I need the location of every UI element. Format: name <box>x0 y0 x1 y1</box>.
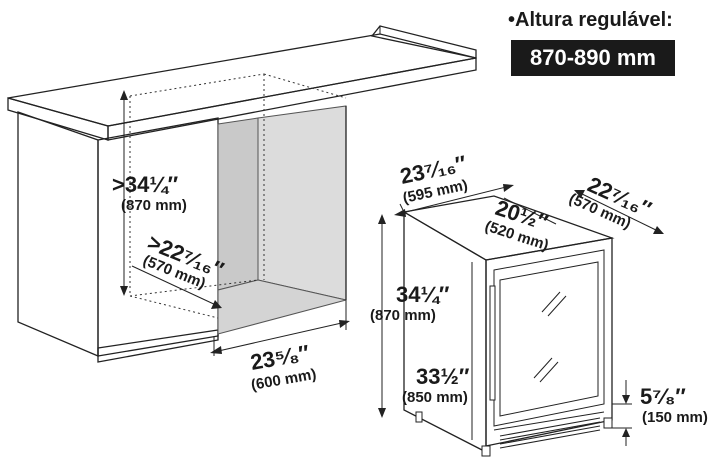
cabinet-width-line <box>213 321 347 353</box>
cabinet-width-arrow-right <box>339 320 350 328</box>
base-height-mm-label: (150 mm) <box>642 409 708 426</box>
countertop-backsplash <box>370 25 477 59</box>
appliance-door-frame <box>493 249 605 427</box>
appliance-foot-left <box>415 411 423 423</box>
appliance-foot-front <box>481 445 491 457</box>
base-arrow-bottom <box>622 428 630 437</box>
appliance-foot-right <box>603 417 613 429</box>
appliance-body-height-inch-label: 33½″ <box>416 364 470 389</box>
appliance-height-mm-label: (870 mm) <box>370 307 436 324</box>
base-arrow-top <box>622 395 630 404</box>
cabinet-height-arrow-top <box>120 90 128 100</box>
appliance-width-line <box>397 185 511 215</box>
appliance-height-arrow-top <box>378 214 386 224</box>
countertop-left-edge <box>7 97 109 141</box>
appliance-body-height-mm-label: (850 mm) <box>402 389 468 406</box>
cabinet-left-side <box>17 111 99 357</box>
adjustable-height-value-badge: 870-890 mm <box>511 40 675 76</box>
appliance-depth-arrow-left <box>574 190 585 198</box>
hidden-outline <box>129 73 347 319</box>
glass-reflection-2 <box>547 295 567 317</box>
appliance-width-arrow-left <box>394 209 406 217</box>
appliance-height-inch-label: 34¼″ <box>396 282 450 307</box>
appliance-body-depth-line <box>503 197 557 225</box>
cabinet-illustration <box>7 25 477 363</box>
countertop-top <box>7 33 477 127</box>
cabinet-height-mm-label: (870 mm) <box>121 197 187 214</box>
glass-reflection-1 <box>541 291 561 313</box>
appliance-height-arrow-bottom <box>378 408 386 418</box>
appliance-depth-line <box>577 191 661 233</box>
appliance-door-handle <box>489 285 496 401</box>
appliance-depth-arrow-right <box>653 226 664 234</box>
base-height-inch-label: 5⁷⁄₈″ <box>640 384 686 409</box>
appliance-illustration <box>378 184 664 457</box>
glass-reflection-4 <box>539 361 559 383</box>
cabinet-depth-line <box>131 265 219 307</box>
cabinet-depth-arrow-end <box>211 300 222 309</box>
appliance-door-glass <box>499 261 599 417</box>
cabinet-height-arrow-bottom <box>120 286 128 296</box>
cabinet-toe-kick <box>97 329 219 363</box>
opening-side-panel <box>257 105 347 301</box>
appliance-base-grille <box>493 411 605 449</box>
cabinet-height-inch-label: >34¼″ <box>112 172 179 197</box>
appliance-width-arrow-right <box>503 184 514 192</box>
cabinet-width-arrow-left <box>210 346 222 354</box>
glass-reflection-3 <box>533 357 553 379</box>
adjustable-height-title: •Altura regulável: <box>508 9 673 31</box>
